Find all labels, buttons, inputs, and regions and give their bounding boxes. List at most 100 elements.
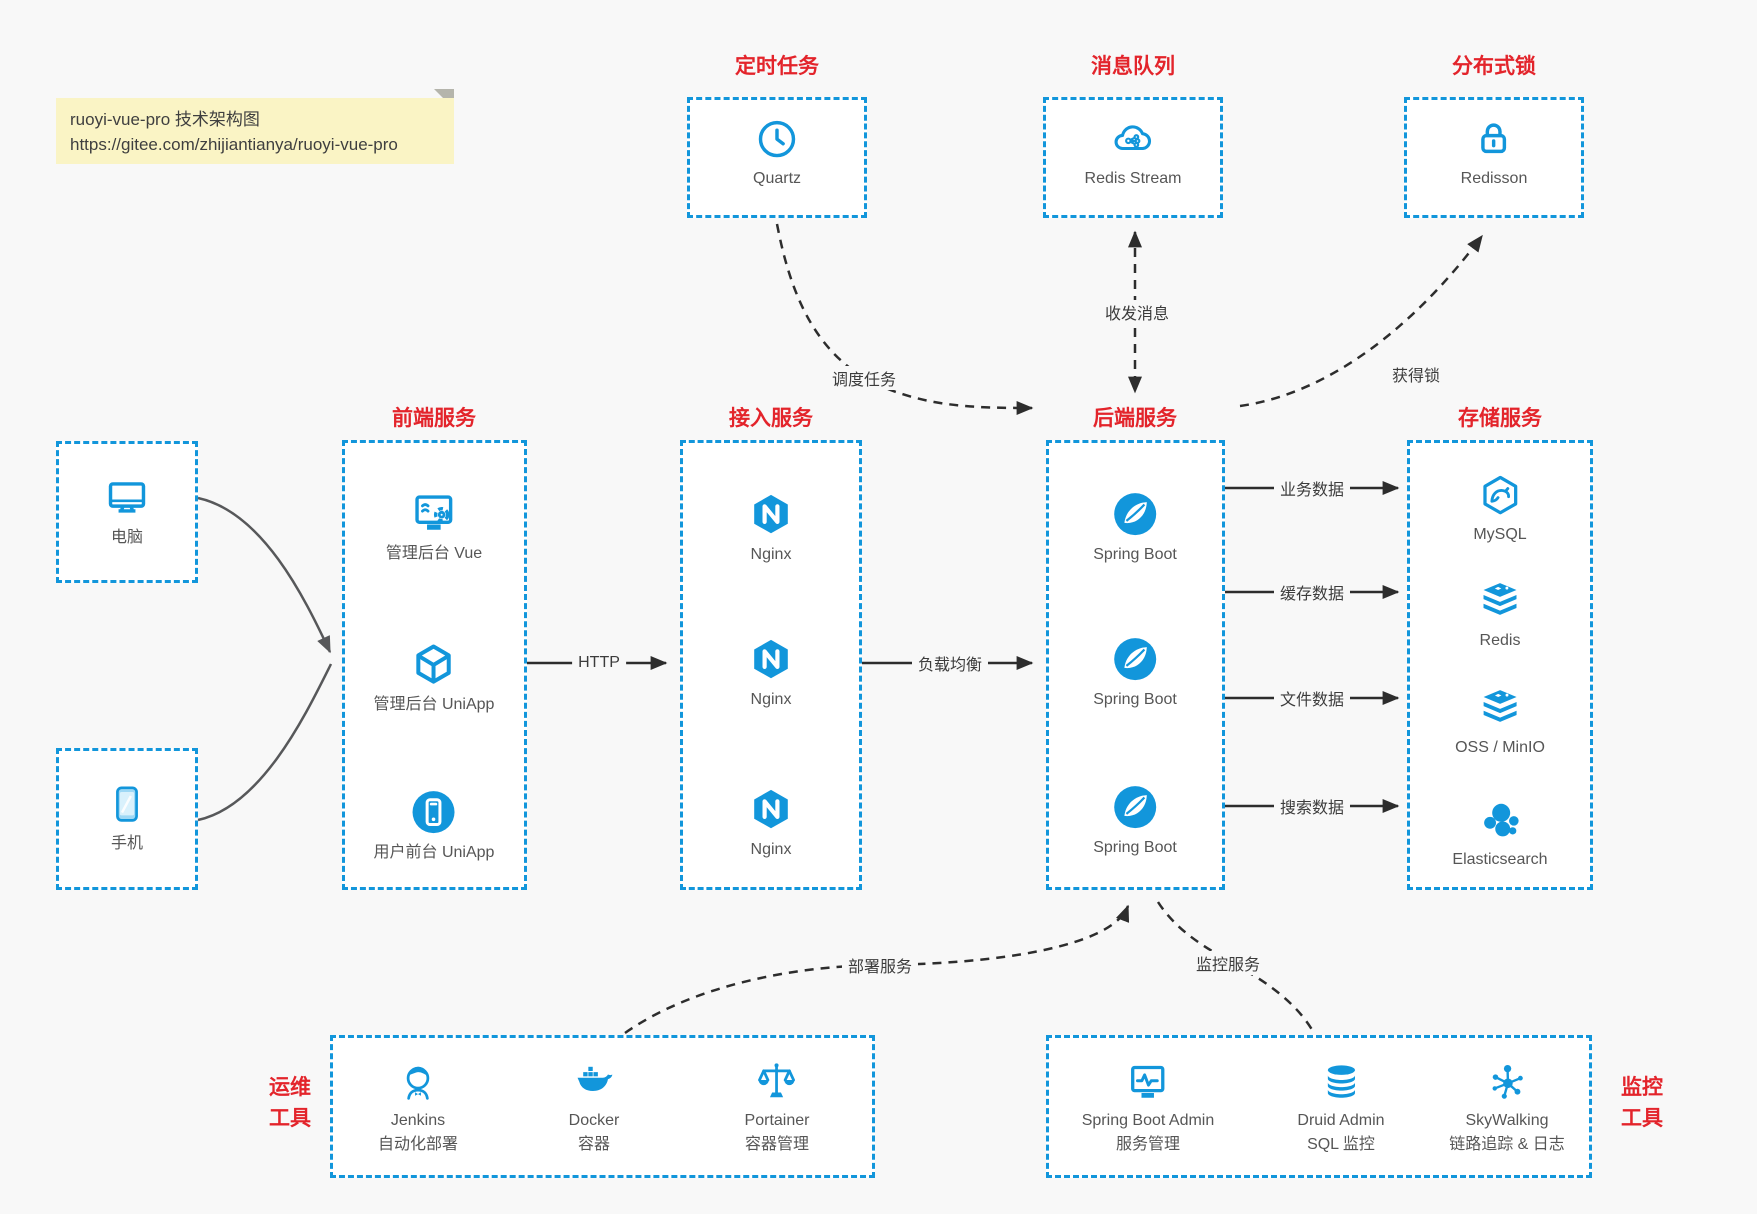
title-distributed-lock: 分布式锁 xyxy=(1452,55,1536,78)
edge-label-schedule-task: 调度任务 xyxy=(825,366,903,390)
node-desc: 容器 xyxy=(577,1136,610,1153)
redis-icon xyxy=(1477,578,1523,624)
node-desc: 链路追踪 & 日志 xyxy=(1449,1136,1565,1153)
title-gateway: 接入服务 xyxy=(729,407,813,430)
box-redisson xyxy=(1404,97,1584,218)
node-admin-vue: 管理后台 Vue xyxy=(386,489,482,565)
spring-boot-icon xyxy=(1111,490,1159,538)
node-label: Quartz xyxy=(752,170,802,188)
uniapp-cube-icon xyxy=(410,640,458,688)
node-druid-admin: Druid Admin SQL 监控 xyxy=(1297,1060,1385,1156)
node-jenkins: Jenkins 自动化部署 xyxy=(378,1060,458,1156)
node-admin-uniapp: 管理后台 UniApp xyxy=(373,640,495,716)
node-spring-boot-1: Spring Boot xyxy=(1093,490,1177,566)
user-app-icon xyxy=(410,788,458,836)
title-storage: 存储服务 xyxy=(1458,407,1542,430)
edge-label-deploy-service: 部署服务 xyxy=(841,953,919,977)
node-spring-boot-admin: Spring Boot Admin 服务管理 xyxy=(1081,1060,1215,1156)
edge-label-load-balance: 负载均衡 xyxy=(911,651,989,675)
edge-label-acquire-lock: 获得锁 xyxy=(1385,362,1447,386)
node-nginx-2: Nginx xyxy=(747,635,795,711)
node-desc: SQL 监控 xyxy=(1307,1136,1375,1153)
node-name: Druid Admin xyxy=(1297,1112,1385,1130)
spring-boot-icon xyxy=(1111,783,1159,831)
cloud-message-icon xyxy=(1109,116,1157,162)
node-label: Spring Boot xyxy=(1093,839,1177,857)
node-label: Nginx xyxy=(750,546,792,564)
node-spring-boot-2: Spring Boot xyxy=(1093,635,1177,711)
monitor-gear-icon xyxy=(409,489,459,537)
box-monitor-tools xyxy=(1046,1035,1592,1178)
title-scheduled-tasks: 定时任务 xyxy=(735,55,819,78)
node-mysql: MySQL xyxy=(1473,472,1527,546)
node-label: MySQL xyxy=(1473,526,1527,544)
node-name: Jenkins xyxy=(390,1112,446,1130)
node-redis-stream: Redis Stream xyxy=(1085,116,1181,190)
node-name: Portainer xyxy=(744,1112,810,1130)
node-label: 电脑 xyxy=(110,529,143,547)
network-nodes-icon xyxy=(1485,1060,1529,1104)
node-skywalking: SkyWalking 链路追踪 & 日志 xyxy=(1449,1060,1565,1156)
edge-pc-to-frontend xyxy=(197,496,332,654)
node-label: Elasticsearch xyxy=(1452,851,1548,869)
node-desc: 服务管理 xyxy=(1115,1136,1180,1153)
oss-minio-icon xyxy=(1477,685,1523,731)
node-name: Docker xyxy=(568,1112,620,1130)
note-title: ruoyi-vue-pro 技术架构图 xyxy=(70,110,260,129)
node-nginx-3: Nginx xyxy=(747,785,795,861)
node-quartz: Quartz xyxy=(753,116,801,190)
node-oss-minio: OSS / MinIO xyxy=(1455,685,1545,759)
node-redisson: Redisson xyxy=(1460,116,1528,190)
node-label: 用户前台 UniApp xyxy=(373,844,495,862)
node-name: SkyWalking xyxy=(1465,1112,1549,1130)
box-redis-stream xyxy=(1043,97,1223,218)
node-label: Redisson xyxy=(1460,170,1528,188)
title-frontend: 前端服务 xyxy=(392,407,476,430)
node-nginx-1: Nginx xyxy=(747,490,795,566)
nginx-icon xyxy=(747,785,795,833)
edge-label-http: HTTP xyxy=(572,654,626,672)
label-ops-tools: 运维 工具 xyxy=(269,1076,311,1130)
node-label: Spring Boot xyxy=(1093,546,1177,564)
node-label: 管理后台 UniApp xyxy=(373,696,495,714)
monitor-pulse-icon xyxy=(1125,1060,1171,1104)
nginx-icon xyxy=(747,490,795,538)
nginx-icon xyxy=(747,635,795,683)
lock-icon xyxy=(1471,116,1517,162)
note-url: https://gitee.com/zhijiantianya/ruoyi-vu… xyxy=(70,135,398,154)
edge-label-search-data: 搜索数据 xyxy=(1273,794,1351,818)
box-ops-tools xyxy=(330,1035,875,1178)
jenkins-icon xyxy=(396,1060,440,1104)
node-name: Spring Boot Admin xyxy=(1081,1112,1215,1130)
edge-label-file-data: 文件数据 xyxy=(1273,686,1351,710)
node-elasticsearch: Elasticsearch xyxy=(1452,797,1548,871)
docker-icon xyxy=(571,1060,617,1104)
node-label: Nginx xyxy=(750,691,792,709)
node-pc: 电脑 xyxy=(102,475,152,549)
node-user-uniapp: 用户前台 UniApp xyxy=(373,788,495,864)
node-label: Redis xyxy=(1479,632,1521,650)
database-icon xyxy=(1319,1060,1363,1104)
node-label: Spring Boot xyxy=(1093,691,1177,709)
node-desc: 自动化部署 xyxy=(377,1136,459,1153)
portainer-scales-icon xyxy=(755,1060,799,1104)
node-label: 管理后台 Vue xyxy=(385,545,483,563)
node-label: Nginx xyxy=(750,841,792,859)
title-backend: 后端服务 xyxy=(1093,407,1177,430)
node-phone: 手机 xyxy=(104,781,150,855)
desktop-icon xyxy=(102,475,152,521)
node-label: 手机 xyxy=(110,835,143,853)
node-portainer: Portainer 容器管理 xyxy=(744,1060,810,1156)
edge-schedule-task xyxy=(775,223,1034,415)
node-label: OSS / MinIO xyxy=(1455,739,1545,757)
edge-phone-to-frontend xyxy=(197,663,333,822)
edge-label-cache-data: 缓存数据 xyxy=(1273,580,1351,604)
sticky-note: ruoyi-vue-pro 技术架构图 https://gitee.com/zh… xyxy=(56,98,454,164)
edge-label-business-data: 业务数据 xyxy=(1273,476,1351,500)
node-redis: Redis xyxy=(1477,578,1523,652)
node-docker: Docker 容器 xyxy=(568,1060,620,1156)
edge-label-send-receive-message: 收发消息 xyxy=(1098,300,1176,324)
box-quartz xyxy=(687,97,867,218)
edge-label-monitor-service: 监控服务 xyxy=(1189,951,1267,975)
